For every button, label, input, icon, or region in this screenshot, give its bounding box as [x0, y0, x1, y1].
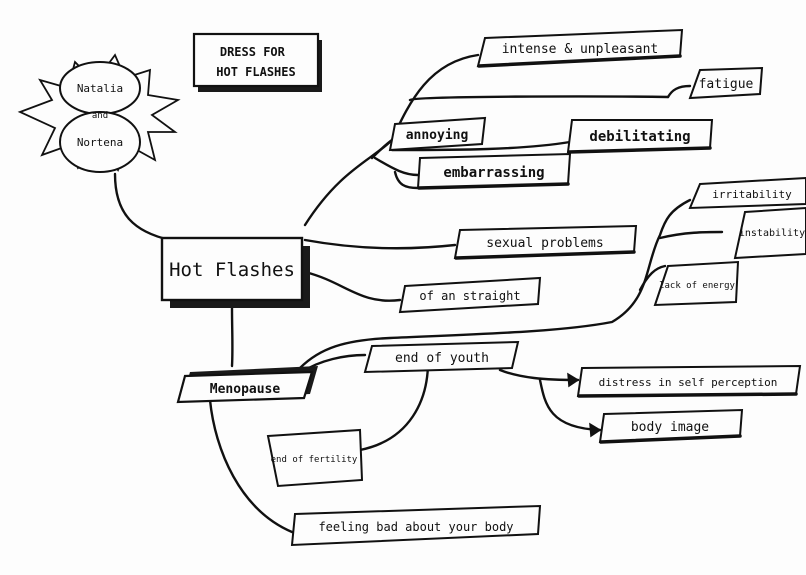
label-distress: distress in self perception — [599, 376, 778, 389]
label-lack-energy: lack of energy — [659, 281, 735, 291]
author-and: and — [92, 111, 108, 121]
box-annoying — [388, 116, 487, 152]
line-menopause-up-to-right — [298, 198, 692, 370]
box-lack-energy — [653, 260, 740, 307]
central-node: Hot Flashes — [160, 236, 310, 308]
label-debilitating: debilitating — [589, 129, 690, 145]
box-end-youth — [363, 340, 520, 374]
title-text: DRESS FOR HOT FLASHES — [216, 45, 295, 79]
box-fatigue — [688, 66, 764, 100]
label-fatigue: fatigue — [699, 77, 754, 92]
label-sleep: of an straight — [419, 289, 520, 303]
label-fertility: end of fertility — [271, 455, 358, 465]
shadow-body-image — [599, 434, 742, 444]
label-body-image: body image — [631, 420, 709, 435]
line-menopause-to-feelingbad — [208, 398, 294, 534]
shadow-intense — [477, 54, 682, 68]
author-first: Natalia — [77, 82, 123, 95]
line-authors-to-hotflashes — [113, 172, 172, 242]
label-feeling-bad: feeling bad about your body — [318, 520, 513, 534]
line-intense-bracket-bottom — [408, 95, 670, 102]
central-label: Hot Flashes — [169, 259, 295, 281]
box-irritability — [688, 176, 806, 210]
label-end-youth: end of youth — [395, 351, 489, 366]
label-sexual: sexual problems — [486, 236, 603, 251]
authors-badge: Natalia and Nortena — [17, 53, 181, 173]
shadow-embarrassing — [417, 182, 570, 190]
line-to-instability — [658, 230, 724, 240]
menopause-frame — [176, 370, 314, 404]
line-embarrassing-lower — [393, 170, 420, 190]
shadow-debilitating — [567, 146, 712, 154]
line-hotflashes-to-sexual — [303, 238, 457, 250]
author-ellipse-bottom — [59, 111, 141, 173]
author-second: Nortena — [77, 136, 123, 149]
label-annoying: annoying — [406, 128, 469, 143]
label-embarrassing: embarrassing — [443, 165, 544, 181]
box-instability — [733, 206, 806, 260]
box-sleep — [398, 276, 542, 314]
leaf-labels: intense & unpleasant fatigue annoying de… — [271, 42, 805, 534]
arrow-to-bodyimage — [589, 422, 602, 438]
line-endyouth-to-fertility — [358, 360, 430, 452]
shadow-sexual — [454, 250, 636, 260]
box-feeling-bad — [290, 504, 542, 547]
line-hotflashes-to-sleep — [303, 270, 402, 302]
label-irritability: irritability — [712, 188, 792, 201]
box-fertility — [266, 428, 364, 488]
shadow-distress — [577, 392, 798, 398]
line-endyouth-to-bodyimage — [538, 378, 602, 432]
title-frame — [192, 32, 320, 88]
menopause-label: Menopause — [210, 382, 281, 397]
central-frame — [160, 236, 304, 302]
line-to-fatigue — [666, 84, 692, 99]
arrow-to-distress — [567, 372, 580, 388]
line-trunk-to-embarrassing — [373, 156, 420, 177]
connections — [113, 53, 724, 534]
line-trunk-to-annoying — [370, 138, 394, 160]
arrowheads — [567, 372, 602, 438]
label-intense: intense & unpleasant — [502, 42, 659, 57]
line-trunk-to-debilitating — [390, 140, 572, 152]
title-text-line2: HOT FLASHES — [216, 65, 295, 79]
box-shadow-strokes — [417, 54, 798, 444]
label-instability: instability — [739, 228, 805, 239]
menopause-node: Menopause — [176, 366, 318, 404]
title-box: DRESS FOR HOT FLASHES — [192, 32, 322, 92]
line-to-lack-energy — [638, 264, 667, 292]
